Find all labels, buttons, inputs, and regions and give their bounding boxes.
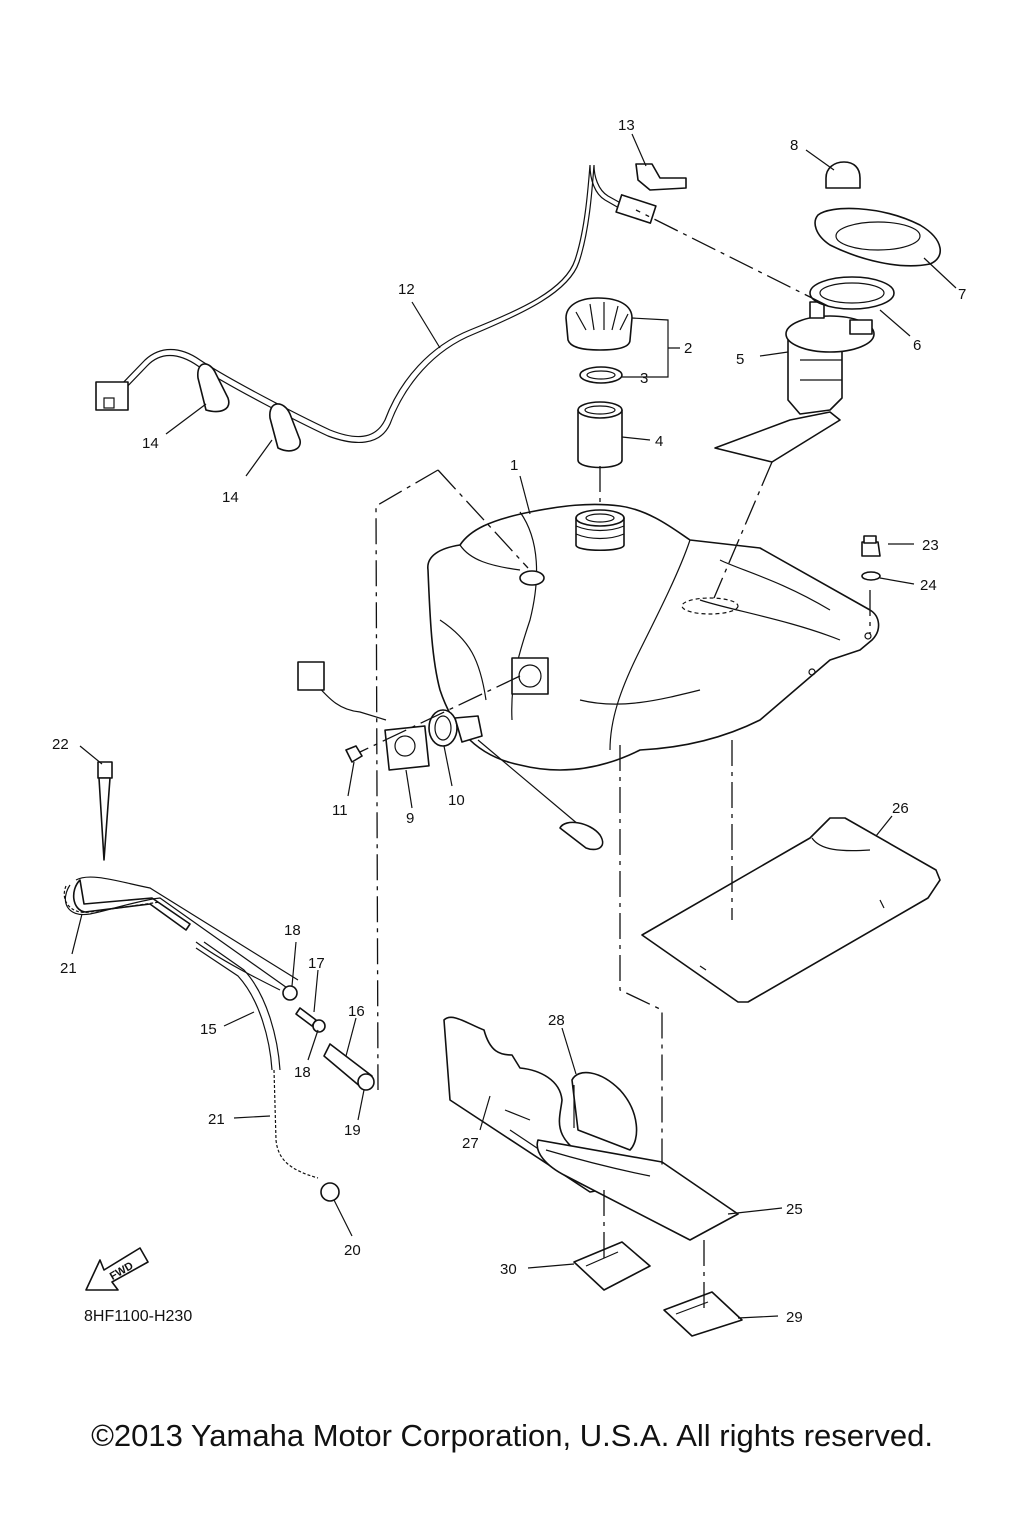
fuel-hose <box>63 876 319 1179</box>
callout-13: 13 <box>618 117 635 134</box>
callout-9: 9 <box>406 810 414 827</box>
breather-hose <box>95 164 657 443</box>
cable-tie <box>97 761 113 861</box>
cap-gasket <box>579 366 623 384</box>
callout-15: 15 <box>200 1021 217 1038</box>
callout-7: 7 <box>958 286 966 303</box>
hose-joint <box>282 985 375 1202</box>
fuel-pump <box>714 301 875 463</box>
tank-washer <box>861 571 881 581</box>
callout-10: 10 <box>448 792 465 809</box>
callout-19: 19 <box>344 1122 361 1139</box>
callout-21a: 21 <box>60 960 77 977</box>
callout-1: 1 <box>510 457 518 474</box>
callout-18a: 18 <box>284 922 301 939</box>
fuel-cap <box>565 297 633 351</box>
callout-27: 27 <box>462 1135 479 1152</box>
fuel-strainer <box>577 401 623 469</box>
callout-26: 26 <box>892 800 909 817</box>
pump-nut <box>825 161 861 189</box>
hose-clip <box>635 163 687 191</box>
callout-2: 2 <box>684 340 692 357</box>
callout-16: 16 <box>348 1003 365 1020</box>
copyright-notice: ©2013 Yamaha Motor Corporation, U.S.A. A… <box>91 1418 933 1453</box>
tank-protector-28 <box>571 1071 638 1151</box>
callout-12: 12 <box>398 281 415 298</box>
diagram-code: 8HF1100-H230 <box>84 1308 193 1325</box>
callout-20: 20 <box>344 1242 361 1259</box>
fuel-tank <box>427 503 880 771</box>
pump-plate <box>814 207 941 267</box>
callout-28: 28 <box>548 1012 565 1029</box>
callout-6: 6 <box>913 337 921 354</box>
callout-17: 17 <box>308 955 325 972</box>
callout-11: 11 <box>332 802 348 819</box>
callout-25: 25 <box>786 1201 803 1218</box>
assembly-lines <box>359 209 871 1310</box>
tank-protector-25 <box>536 1139 739 1241</box>
callout-4: 4 <box>655 433 663 450</box>
sender-bolt <box>345 745 363 763</box>
callout-3: 3 <box>640 370 648 387</box>
fuel-sender <box>297 661 604 851</box>
leader-lines <box>71 133 957 1319</box>
hose-holder <box>197 363 301 452</box>
callout-22: 22 <box>52 736 69 753</box>
callout-24: 24 <box>920 577 937 594</box>
callout-8: 8 <box>790 137 798 154</box>
tank-bolt <box>861 535 881 557</box>
callout-29: 29 <box>786 1309 803 1326</box>
tank-protector-26 <box>641 817 941 1003</box>
callout-18b: 18 <box>294 1064 311 1081</box>
pad-30 <box>573 1241 651 1291</box>
callout-23: 23 <box>922 537 939 554</box>
pad-29 <box>663 1291 743 1337</box>
callout-14b: 14 <box>222 489 239 506</box>
callout-5: 5 <box>736 351 744 368</box>
callout-14a: 14 <box>142 435 159 452</box>
fwd-arrow-icon: FWD <box>85 1247 149 1291</box>
callouts: 1 2 3 4 5 6 7 8 9 10 11 12 13 14 14 15 1… <box>52 117 966 1326</box>
fwd-label: FWD <box>108 1260 136 1283</box>
callout-30: 30 <box>500 1261 517 1278</box>
pump-gasket <box>809 276 895 310</box>
callout-21b: 21 <box>208 1111 225 1128</box>
